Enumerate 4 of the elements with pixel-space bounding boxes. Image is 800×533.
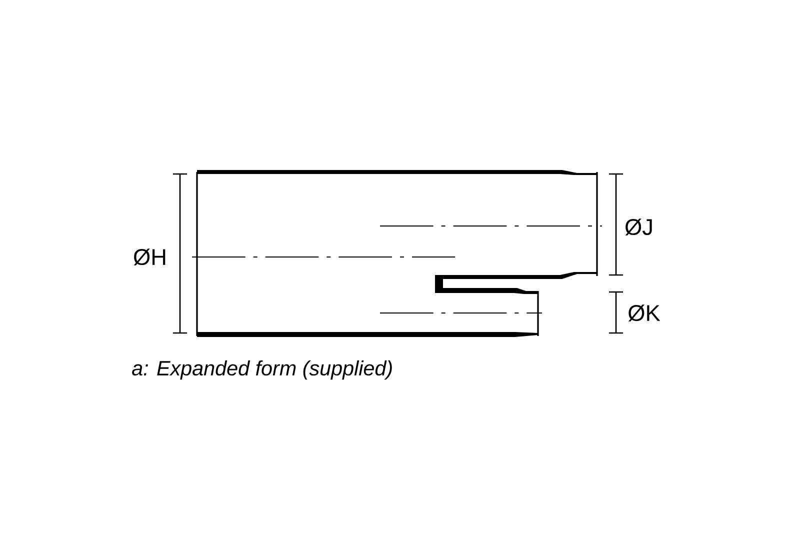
dimension-label: ØK (628, 304, 660, 322)
dimension-label: ØJ (625, 218, 652, 236)
caption: a: Expanded form (supplied) (132, 360, 392, 380)
dimension-label: ØH (134, 248, 166, 266)
